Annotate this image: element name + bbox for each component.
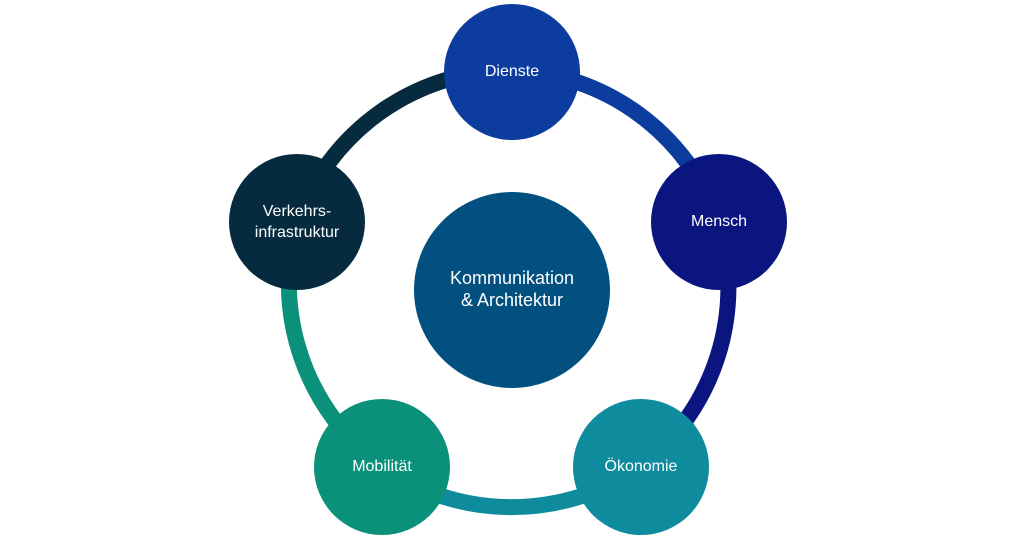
node-verkehrsinfrastruktur-circle [229,154,365,290]
node-oekonomie-label: Ökonomie [605,457,678,475]
node-dienste-circle [444,4,580,140]
node-mobilitaet: Mobilität [314,399,450,535]
node-mensch: Mensch [651,154,787,290]
node-dienste: Dienste [444,4,580,140]
node-oekonomie: Ökonomie [573,399,709,535]
center-node: Kommunikation & Architektur [414,192,610,388]
node-oekonomie-circle [573,399,709,535]
node-verkehrsinfrastruktur-label-line2: infrastruktur [255,224,340,241]
node-mobilitaet-label: Mobilität [352,458,412,475]
node-mensch-circle [651,154,787,290]
node-mobilitaet-circle [314,399,450,535]
node-mensch-label: Mensch [691,213,747,230]
center-label-line1: Kommunikation [450,268,574,288]
node-verkehrsinfrastruktur-label-line1: Verkehrs- [263,203,331,220]
center-circle [414,192,610,388]
node-verkehrsinfrastruktur: Verkehrs- infrastruktur [229,154,365,290]
node-dienste-label: Dienste [485,63,539,80]
center-label-line2: & Architektur [461,290,563,310]
